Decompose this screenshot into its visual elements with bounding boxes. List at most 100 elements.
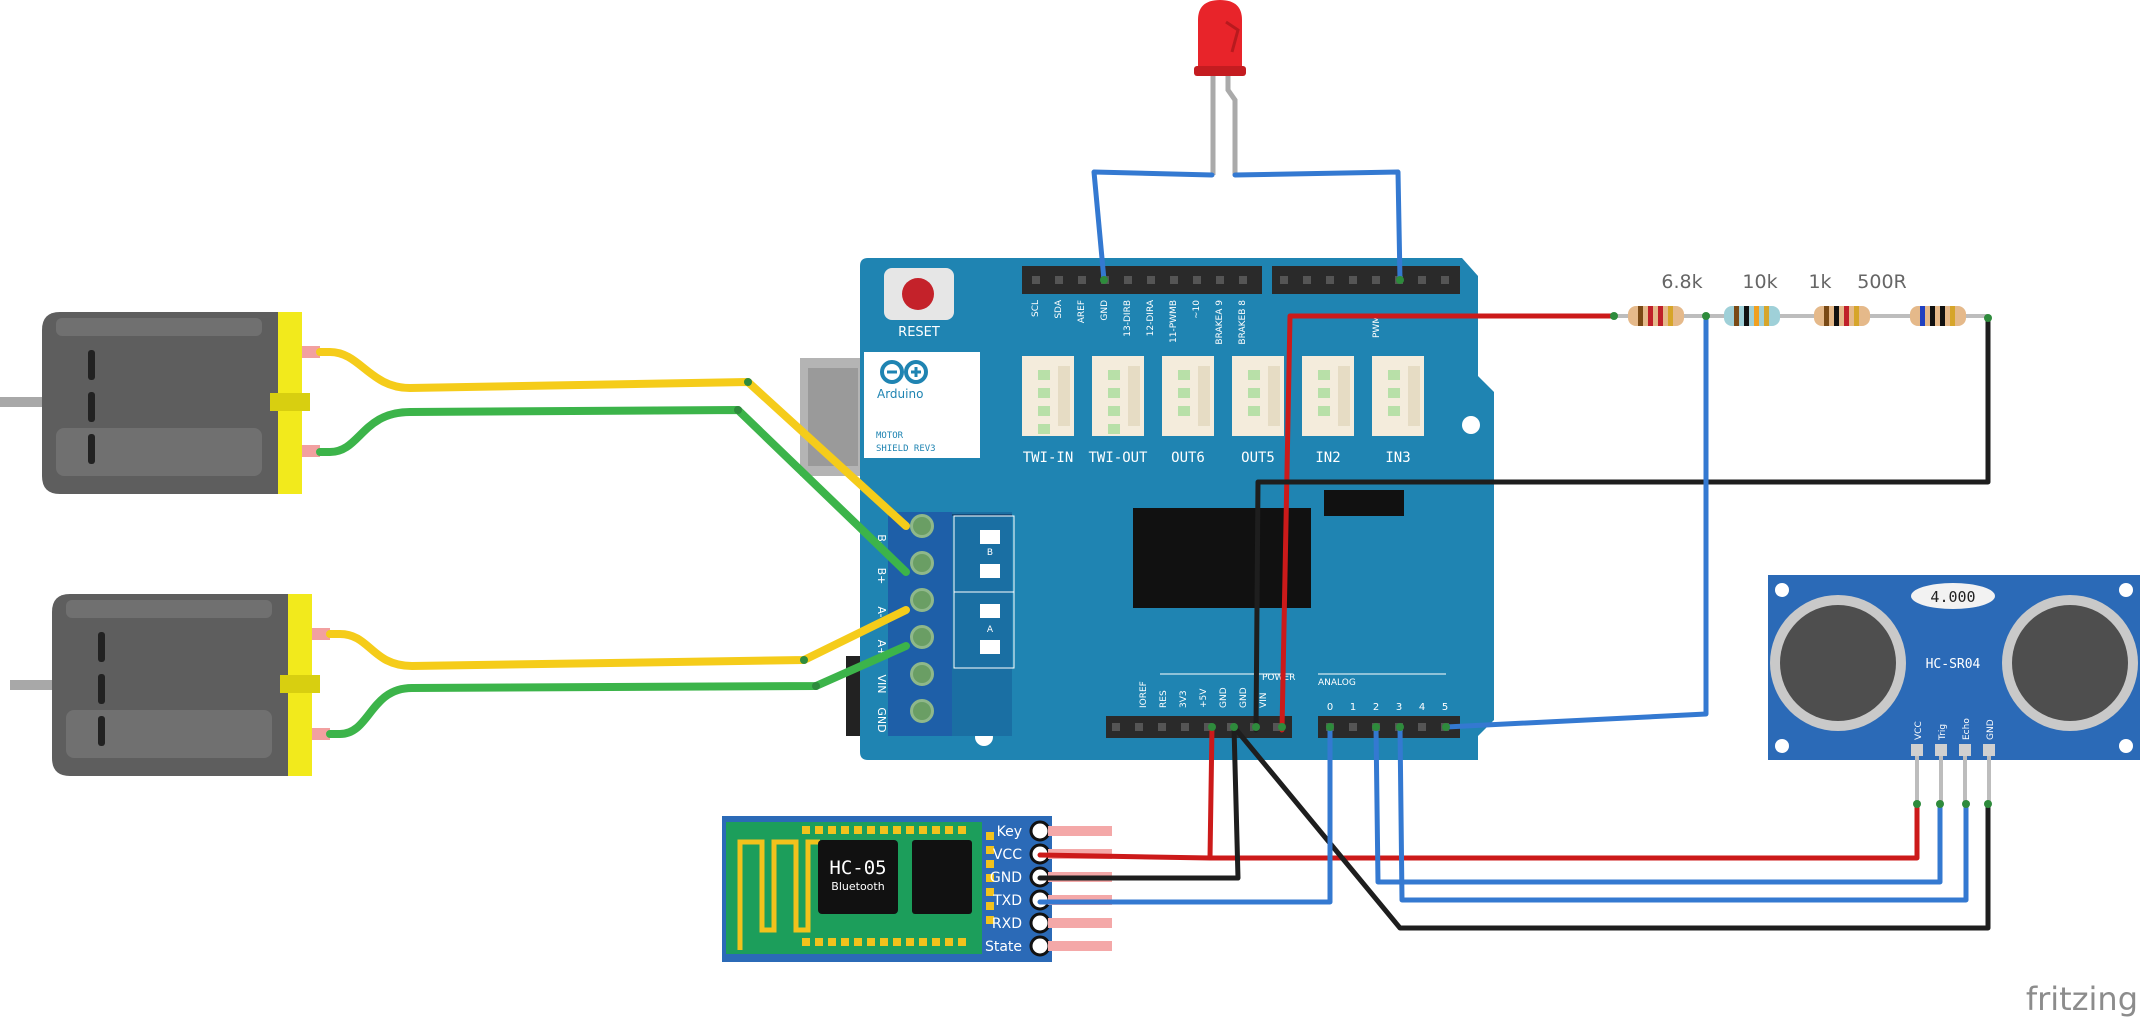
header-pin[interactable] — [1181, 723, 1189, 731]
header-pin[interactable] — [1170, 276, 1178, 284]
connector-out6[interactable]: OUT6 — [1162, 356, 1214, 466]
bluetooth-pin-label: RXD — [992, 916, 1022, 932]
wire-echo-blue — [1397, 724, 1969, 903]
header-pin-label: 12-DIRA — [1146, 299, 1156, 336]
wire-motor1-yellow — [316, 348, 910, 530]
wire-gnd-black — [1253, 315, 1991, 733]
wire-endpoint — [1396, 276, 1404, 284]
wire-endpoint — [1396, 723, 1404, 731]
header-pin[interactable] — [1158, 723, 1166, 731]
terminal-label: GND — [875, 707, 888, 732]
resistor — [1628, 306, 1684, 326]
reset-label: RESET — [898, 325, 940, 340]
wire-gnd-sensor — [1231, 724, 1991, 931]
model-label-1: MOTOR — [876, 431, 904, 441]
wire-5v-red — [1207, 724, 1920, 861]
header-pin[interactable] — [1055, 276, 1063, 284]
connector-pin — [1108, 406, 1120, 416]
dc-motor-1 — [0, 312, 320, 494]
power-header — [1106, 716, 1292, 738]
bluetooth-model-label: HC-05 — [829, 857, 886, 879]
crystal-label: 4.000 — [1930, 588, 1975, 606]
header-pin[interactable] — [1032, 276, 1040, 284]
wire-endpoint — [1326, 723, 1334, 731]
sonar-pin-echo[interactable]: Echo — [1959, 718, 1972, 804]
wire-led-pin2 — [1232, 169, 1403, 283]
header-pin-label: BRAKEB 8 — [1238, 300, 1248, 345]
connector-label: OUT6 — [1171, 450, 1205, 466]
header-pin[interactable] — [1216, 276, 1224, 284]
connector-pin — [1388, 370, 1400, 380]
antenna-icon — [737, 839, 820, 950]
bluetooth-pin-label: VCC — [993, 847, 1022, 863]
header-pin[interactable] — [1135, 723, 1143, 731]
header-pin[interactable] — [1349, 723, 1357, 731]
connector-pin — [1318, 370, 1330, 380]
wire-endpoint — [1962, 800, 1970, 808]
resistor-chain: 6.8k 10k 1k 500R — [1614, 271, 1988, 326]
wire-gnd-bt — [1037, 724, 1241, 881]
connector-pin — [1108, 424, 1120, 434]
header-pin[interactable] — [1326, 276, 1334, 284]
connector-pin — [1248, 388, 1260, 398]
connector-pin — [1248, 406, 1260, 416]
analog-pin-label: 4 — [1419, 702, 1425, 713]
sonar-pin-vcc[interactable]: VCC — [1911, 721, 1924, 804]
resistor — [1910, 306, 1966, 326]
connector-twi-out[interactable]: TWI-OUT — [1088, 356, 1148, 466]
channel-a-label: A — [987, 625, 994, 635]
header-pin[interactable] — [1372, 276, 1380, 284]
header-pin-label: AREF — [1077, 300, 1087, 323]
wire-endpoint — [1984, 314, 1992, 322]
sonar-pin-gnd[interactable]: GND — [1983, 719, 1996, 804]
header-pin[interactable] — [1193, 276, 1201, 284]
connector-in3[interactable]: IN3 — [1372, 356, 1424, 466]
power-pin-label: VIN — [1259, 692, 1269, 708]
header-pin-label: SDA — [1054, 299, 1064, 318]
connector-label: IN3 — [1385, 450, 1410, 466]
brand-label: Arduino — [877, 387, 923, 401]
model-label-2: SHIELD REV3 — [876, 444, 936, 454]
bluetooth-pin-state[interactable]: State — [985, 935, 1112, 957]
bluetooth-pin-rxd[interactable]: RXD — [992, 912, 1112, 934]
header-pin-label: 13-DIRB — [1123, 300, 1133, 337]
wire-endpoint — [734, 406, 742, 414]
power-label: POWER — [1262, 673, 1295, 683]
header-pin[interactable] — [1303, 276, 1311, 284]
connector-pin — [1108, 370, 1120, 380]
header-pin[interactable] — [1147, 276, 1155, 284]
header-pin[interactable] — [1124, 276, 1132, 284]
wires — [316, 169, 1991, 931]
header-pin[interactable] — [1112, 723, 1120, 731]
bluetooth-pin-key[interactable]: Key — [997, 820, 1112, 842]
header-pin[interactable] — [1349, 276, 1357, 284]
resistor-label: 1k — [1808, 271, 1831, 293]
header-pin[interactable] — [1078, 276, 1086, 284]
header-pin[interactable] — [1273, 723, 1281, 731]
pwm-label: PWM — [1372, 316, 1382, 338]
connector-out5[interactable]: OUT5 — [1232, 356, 1284, 466]
wire-led-gnd — [1091, 169, 1215, 283]
analog-pin-label: 5 — [1442, 702, 1448, 713]
wire-vin-red — [1279, 313, 1617, 733]
header-pin[interactable] — [1418, 276, 1426, 284]
bluetooth-pin-label: State — [985, 939, 1022, 955]
wire-endpoint — [1936, 800, 1944, 808]
small-chip — [1324, 490, 1404, 516]
wire-trig-blue — [1373, 724, 1943, 885]
wire-endpoint — [1610, 312, 1618, 320]
connector-pin — [1038, 406, 1050, 416]
mounting-hole — [1462, 416, 1480, 434]
sonar-pin-trig[interactable]: Trig — [1935, 724, 1948, 804]
dc-motor-2 — [10, 594, 330, 776]
connector-twi-in[interactable]: TWI-IN — [1022, 356, 1074, 466]
header-pin[interactable] — [1280, 276, 1288, 284]
connector-in2[interactable]: IN2 — [1302, 356, 1354, 466]
motor-driver-chip — [1133, 508, 1311, 608]
header-pin[interactable] — [1418, 723, 1426, 731]
header-pin[interactable] — [1441, 276, 1449, 284]
header-pin[interactable] — [1239, 276, 1247, 284]
sonar-pin-label: Trig — [1938, 724, 1948, 741]
sonar-model-label: HC-SR04 — [1926, 657, 1981, 672]
